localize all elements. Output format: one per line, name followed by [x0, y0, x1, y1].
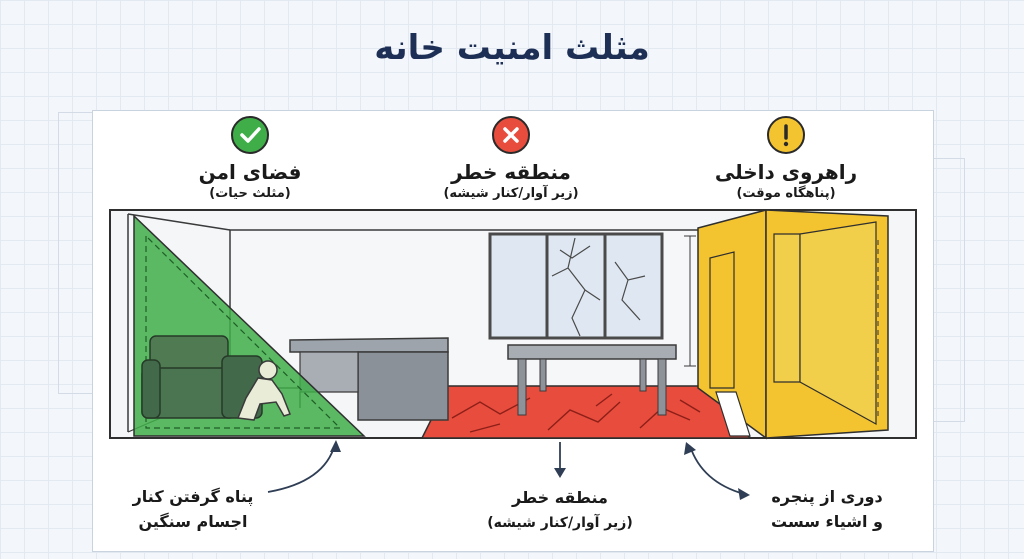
bottom-label-right-line2: و اشیاء سست: [771, 512, 883, 531]
check-icon: [231, 116, 269, 154]
bottom-label-left-line2: اجسام سنگین: [138, 512, 248, 531]
danger-zone-title: منطقه خطر: [451, 160, 571, 184]
arrow-hallway: [689, 445, 745, 495]
x-icon: [492, 116, 530, 154]
safe-zone-subtitle: (مثلث حیات): [209, 186, 291, 201]
arrow-safe-zone: [267, 443, 336, 493]
danger-table: [507, 344, 677, 416]
bottom-label-left-line1: پناه گرفتن کنار: [132, 487, 254, 506]
page-title: مثلث امنیت خانه: [374, 28, 650, 68]
bottom-label-center-line1: منطقه خطر: [512, 488, 608, 507]
danger-zone-floor: [420, 385, 752, 439]
hallway-zone-title: راهروی داخلی: [714, 160, 858, 184]
decorative-frame-left: [58, 112, 109, 394]
safe-zone-title: فضای امن: [198, 160, 302, 184]
bottom-label-right-line1: دوری از پنجره: [771, 487, 883, 506]
exclamation-icon: [767, 116, 805, 154]
hallway-zone-subtitle: (پناهگاه موقت): [736, 186, 836, 201]
crouching-person: [236, 360, 291, 421]
danger-zone-subtitle: (زیر آوار/کنار شیشه): [443, 186, 579, 201]
window: [488, 232, 664, 340]
decorative-frame-right: [916, 158, 965, 422]
bottom-label-center-line2: (زیر آوار/کنار شیشه): [487, 515, 633, 531]
sofa: [141, 335, 263, 419]
hallway: [697, 209, 889, 440]
